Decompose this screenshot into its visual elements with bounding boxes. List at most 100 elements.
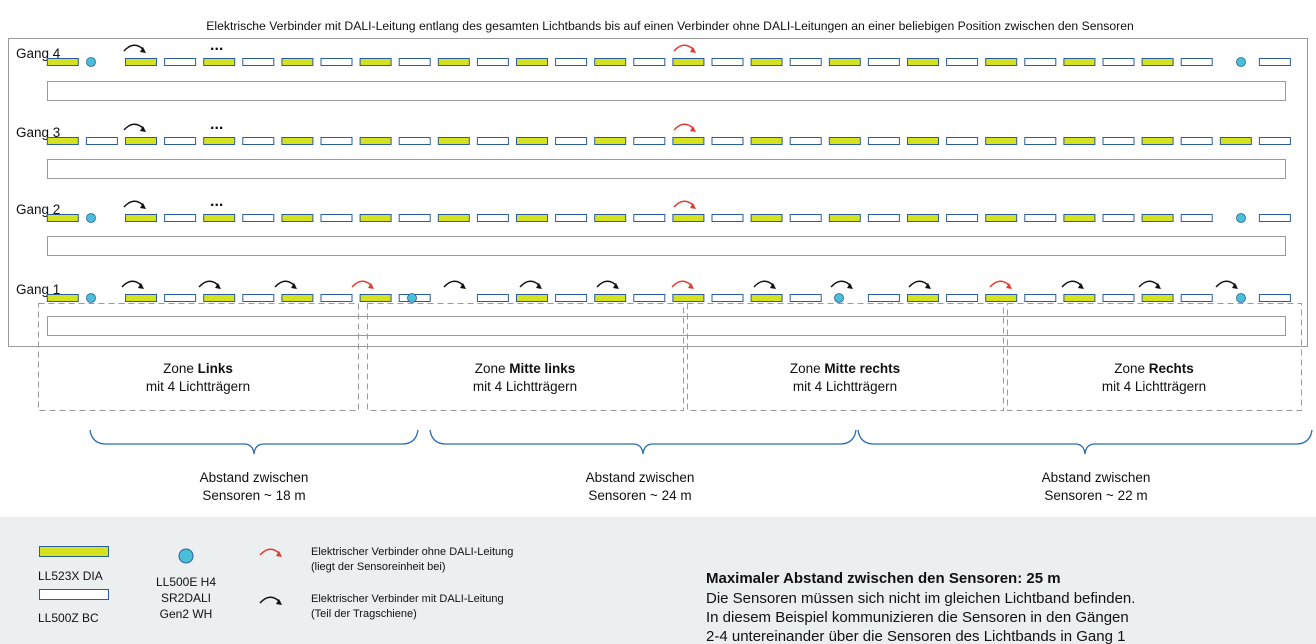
dali-connector-arrow <box>443 280 465 288</box>
cover-ll500z-bc <box>1180 58 1213 66</box>
luminaire-ll523x-dia <box>594 137 627 145</box>
cover-ll500z-bc <box>1258 58 1291 66</box>
legend-sensor-label: LL500E H4 <box>156 575 216 589</box>
dali-connector-arrow <box>830 280 852 288</box>
legend-sensor-icon <box>178 548 194 564</box>
no-dali-connector-arrow-head <box>1006 283 1012 289</box>
dali-connector-arrow <box>123 44 145 52</box>
distance-label: Abstand zwischen <box>586 470 695 485</box>
cover-ll500z-bc <box>476 294 509 302</box>
sensor-unit <box>86 57 96 67</box>
luminaire-ll523x-dia <box>828 214 861 222</box>
gang-label: Gang 1 <box>16 282 60 297</box>
legend-black-arrow-label: Elektrischer Verbinder mit DALI-Leitung <box>311 593 504 605</box>
dali-connector-arrow-head <box>536 283 542 289</box>
luminaire-ll523x-dia <box>1141 214 1174 222</box>
no-dali-connector-arrow-head <box>690 47 696 53</box>
cover-ll500z-bc <box>711 137 744 145</box>
no-dali-connector-arrow <box>673 123 695 131</box>
luminaire-ll523x-dia <box>672 137 705 145</box>
dali-connector-arrow-head <box>140 203 146 209</box>
luminaire-ll523x-dia <box>672 214 705 222</box>
luminaire-ll523x-dia <box>359 58 392 66</box>
luminaire-ll523x-dia <box>828 58 861 66</box>
cover-ll500z-bc <box>1024 137 1057 145</box>
legend-red-arrow <box>259 548 281 556</box>
distance-label: Abstand zwischen <box>1042 470 1151 485</box>
luminaire-ll523x-dia <box>594 214 627 222</box>
cover-ll500z-bc <box>633 214 666 222</box>
luminaire-ll523x-dia <box>985 137 1018 145</box>
cover-ll500z-bc <box>1180 137 1213 145</box>
legend-red-arrow-head <box>276 551 282 557</box>
luminaire-ll523x-dia <box>516 58 548 66</box>
legend-bc-swatch <box>39 589 109 600</box>
no-dali-connector-arrow-head <box>690 203 696 209</box>
luminaire-ll523x-dia <box>907 294 939 302</box>
dali-connector-arrow <box>1061 280 1083 288</box>
luminaire-ll523x-dia <box>203 137 236 145</box>
luminaire-ll523x-dia <box>46 214 79 222</box>
dali-connector-arrow-head <box>1155 283 1161 289</box>
cover-ll500z-bc <box>164 137 197 145</box>
sensor-unit <box>1236 57 1246 67</box>
legend-bc-label: LL500Z BC <box>38 611 99 625</box>
cover-ll500z-bc <box>1024 58 1057 66</box>
dali-connector-arrow <box>1138 280 1160 288</box>
cover-ll500z-bc <box>1180 214 1213 222</box>
distance-brace <box>429 429 857 455</box>
cover-ll500z-bc <box>1102 58 1135 66</box>
cover-ll500z-bc <box>320 214 353 222</box>
legend-sensor-label: Gen2 WH <box>160 607 213 621</box>
cover-ll500z-bc <box>85 137 118 145</box>
cover-ll500z-bc <box>1024 214 1057 222</box>
luminaire-ll523x-dia <box>203 58 236 66</box>
cover-ll500z-bc <box>242 137 275 145</box>
cover-ll500z-bc <box>633 58 666 66</box>
luminaire-ll523x-dia <box>1141 294 1174 302</box>
legend-black-arrow-label: (Teil der Tragschiene) <box>311 608 417 620</box>
cover-ll500z-bc <box>1024 294 1057 302</box>
cover-ll500z-bc <box>242 214 275 222</box>
luminaire-ll523x-dia <box>46 294 79 302</box>
cover-ll500z-bc <box>320 58 353 66</box>
cover-ll500z-bc <box>398 137 431 145</box>
luminaire-ll523x-dia <box>750 58 783 66</box>
cover-ll500z-bc <box>1102 214 1135 222</box>
dali-connector-arrow-head <box>460 283 466 289</box>
dali-connector-arrow <box>123 123 145 131</box>
zone-subtitle: mit 4 Lichtträgern <box>793 379 897 394</box>
cover-ll500z-bc <box>398 58 431 66</box>
luminaire-ll523x-dia <box>594 58 627 66</box>
luminaire-ll523x-dia <box>125 137 157 145</box>
luminaire-ll523x-dia <box>203 294 236 302</box>
sensor-unit <box>1236 213 1246 223</box>
cover-ll500z-bc <box>711 214 744 222</box>
luminaire-ll523x-dia <box>516 214 548 222</box>
cover-ll500z-bc <box>164 58 197 66</box>
ellipsis: ... <box>210 116 223 133</box>
cover-ll500z-bc <box>1258 137 1291 145</box>
luminaire-ll523x-dia <box>125 58 157 66</box>
cover-ll500z-bc <box>867 294 900 302</box>
cover-ll500z-bc <box>555 214 588 222</box>
luminaire-ll523x-dia <box>672 58 705 66</box>
cover-ll500z-bc <box>1180 294 1213 302</box>
no-dali-connector-arrow <box>351 280 373 288</box>
zone-title: Zone Rechts <box>1114 361 1194 376</box>
luminaire-ll523x-dia <box>359 294 392 302</box>
zone-title: Zone Mitte links <box>475 361 576 376</box>
cover-ll500z-bc <box>555 137 588 145</box>
cover-ll500z-bc <box>946 137 979 145</box>
no-dali-connector-arrow <box>673 200 695 208</box>
luminaire-ll523x-dia <box>907 58 939 66</box>
luminaire-ll523x-dia <box>1141 58 1174 66</box>
legend-dia-label: LL523X DIA <box>38 569 103 583</box>
luminaire-ll523x-dia <box>359 214 392 222</box>
cover-ll500z-bc <box>946 58 979 66</box>
luminaire-ll523x-dia <box>437 58 470 66</box>
legend-max-body: In diesem Beispiel kommunizieren die Sen… <box>706 609 1129 626</box>
luminaire-ll523x-dia <box>1141 137 1174 145</box>
dali-connector-arrow-head <box>1078 283 1084 289</box>
